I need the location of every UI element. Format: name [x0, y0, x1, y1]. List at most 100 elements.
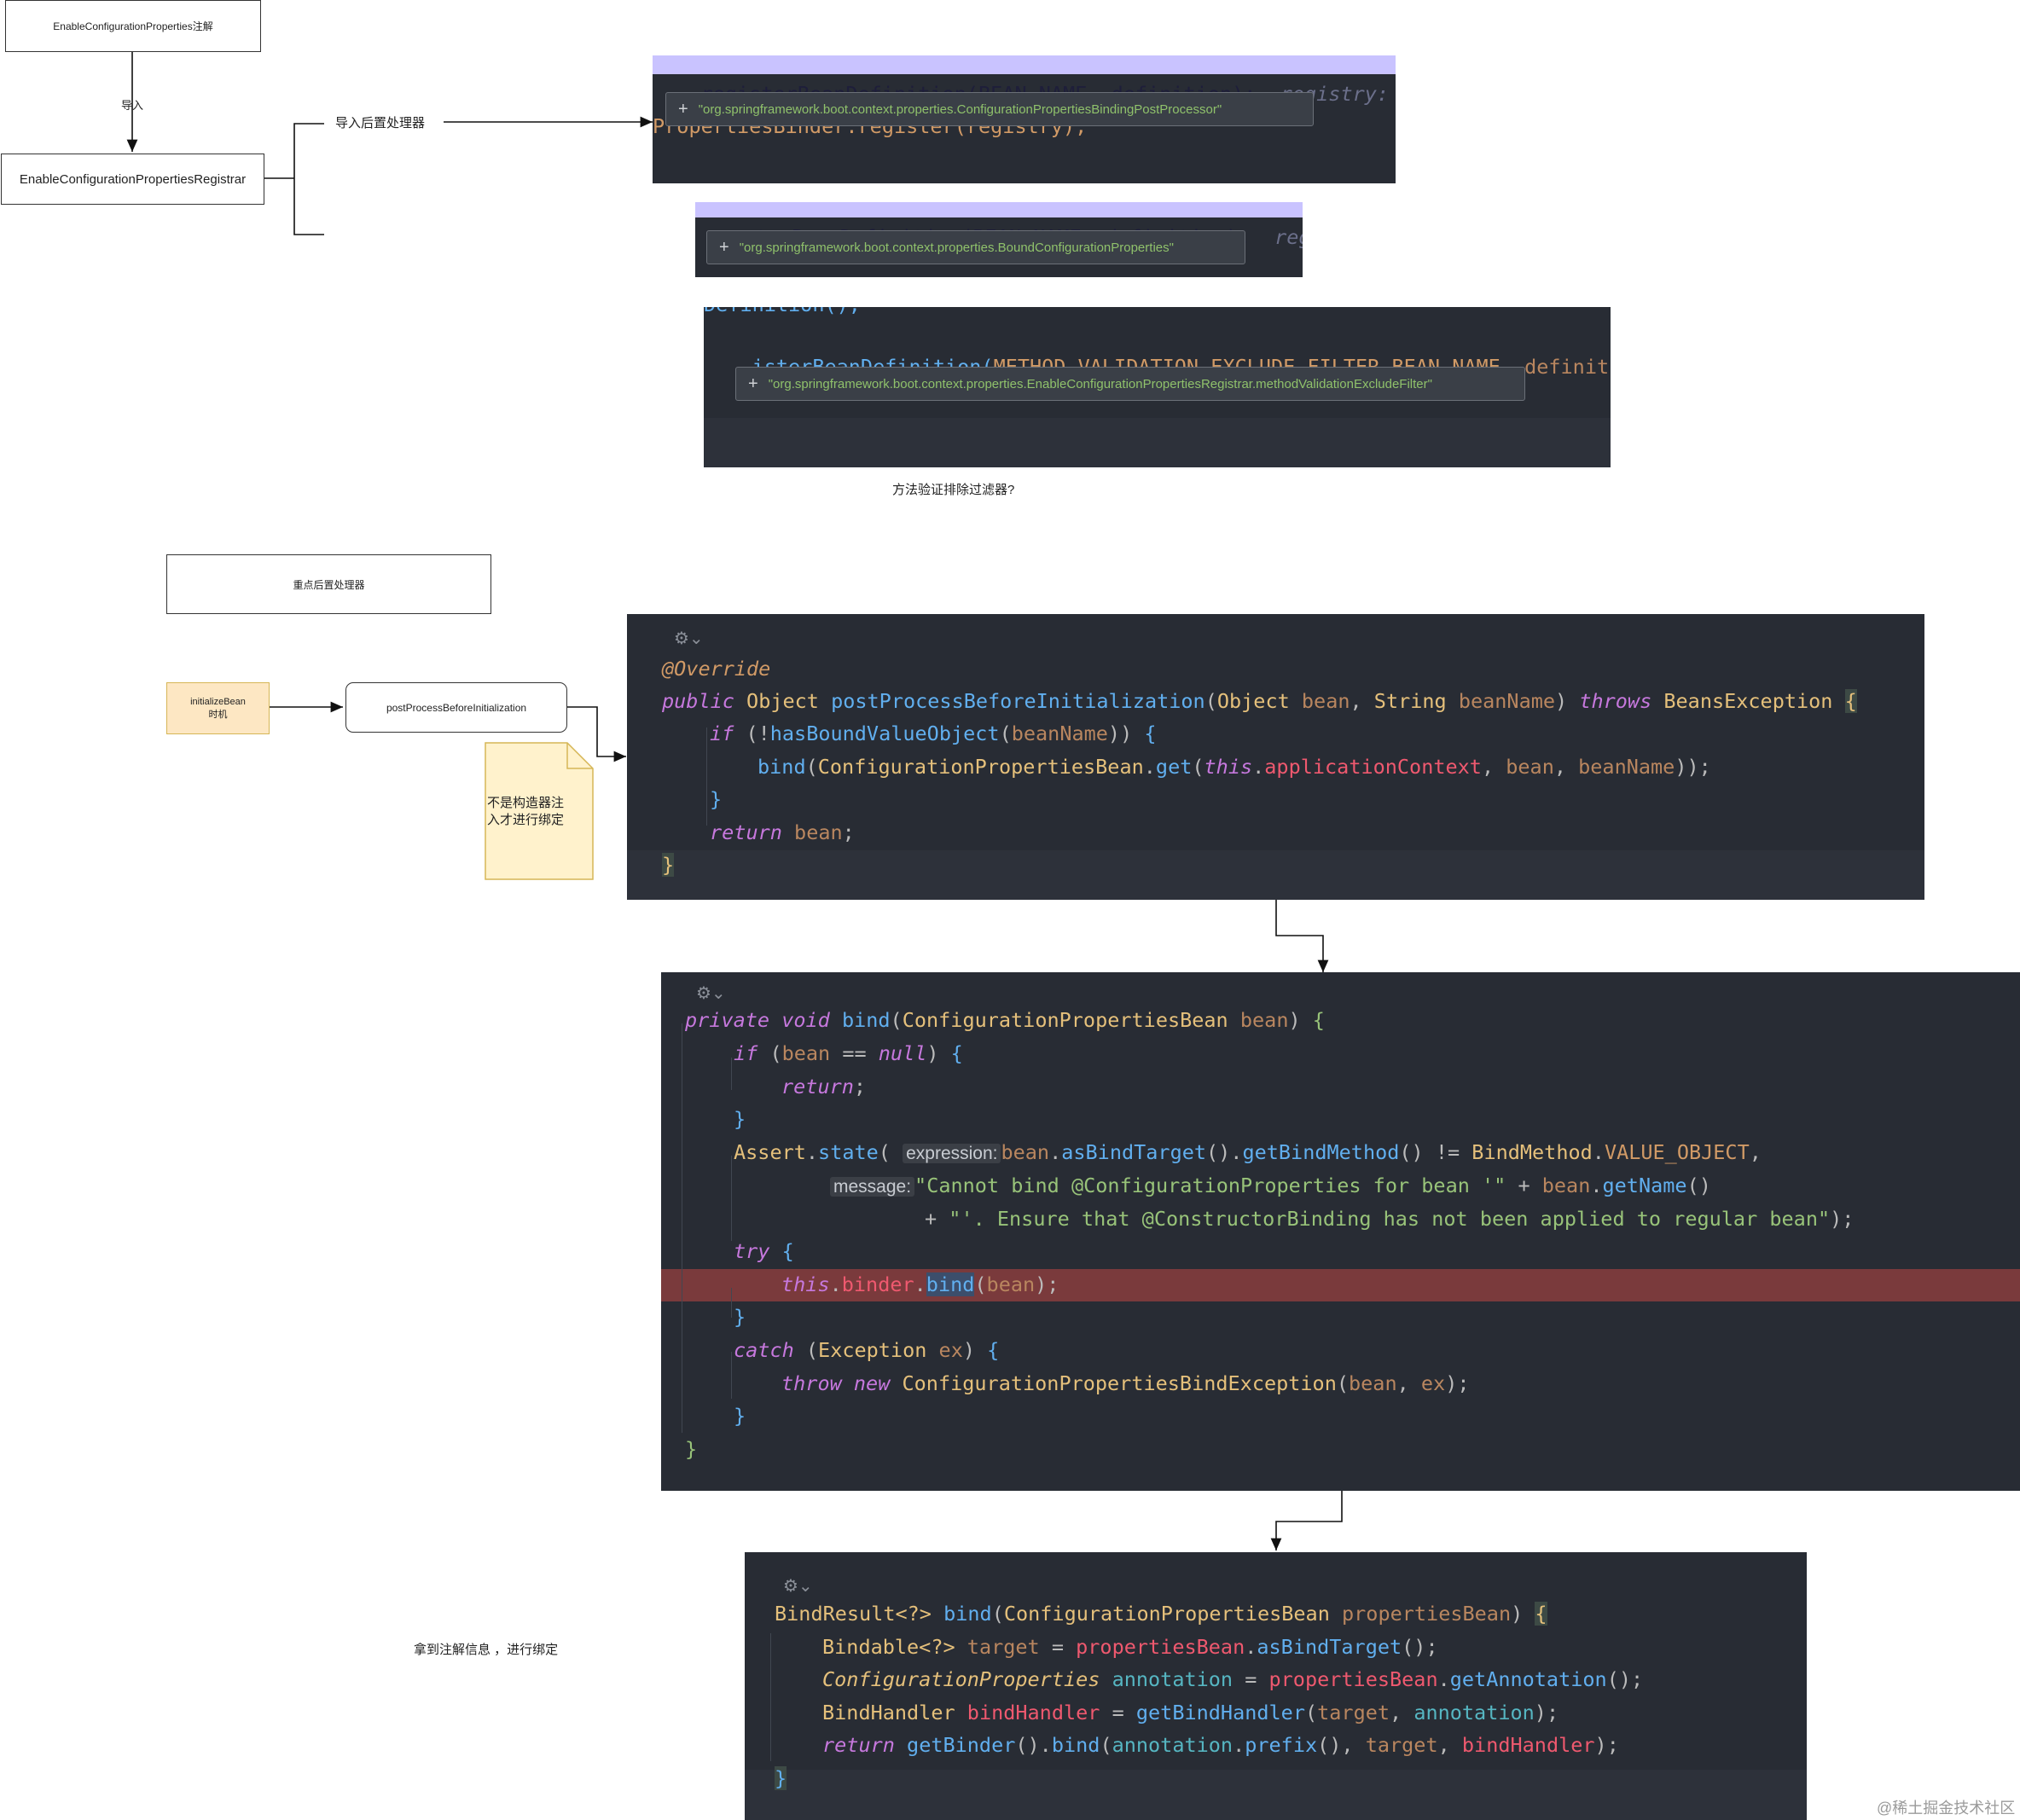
plus-icon: + — [719, 237, 729, 257]
arg: ex — [1420, 1371, 1446, 1395]
kw-return: return — [822, 1733, 895, 1757]
arg: beanName — [1578, 755, 1675, 779]
arrow-code2-to-code3 — [1270, 1491, 1343, 1550]
kw-catch: catch — [734, 1338, 794, 1362]
current-line-band — [704, 418, 1611, 467]
var: bean — [1541, 1174, 1591, 1197]
method-call: hasBoundValueObject — [769, 722, 1000, 745]
bind-caption: 拿到注解信息 ，进行绑定 — [414, 1643, 559, 1657]
snippet-method-validation-exclude-filter: Definition(); isterBeanDefinition(METHOD… — [704, 307, 1611, 467]
string-literal: "'. Ensure that @ConstructorBinding has … — [949, 1207, 1831, 1231]
snippet-bound-configuration-properties: sterBeanDefinition(BEAN_NAME, definition… — [695, 202, 1303, 277]
code2-line7: + "'. Ensure that @ConstructorBinding ha… — [925, 1207, 1855, 1231]
snippet3-line0: Definition(); — [704, 307, 861, 321]
param-beanname: beanName — [1458, 689, 1556, 713]
code2-line3: return; — [781, 1075, 867, 1098]
method-call: bind — [758, 755, 806, 779]
code3-line3: ConfigurationProperties annotation = pro… — [822, 1667, 1644, 1691]
param: propertiesBean — [1342, 1602, 1512, 1626]
code-bind-method: ⚙⌄ private void bind(ConfigurationProper… — [661, 972, 2020, 1491]
kw-public: public — [662, 689, 734, 713]
code2-line2: if (bean == null) { — [734, 1041, 963, 1065]
snippet2-tooltip: + "org.springframework.boot.context.prop… — [706, 230, 1245, 264]
code3-line4: BindHandler bindHandler = getBindHandler… — [822, 1701, 1559, 1724]
code-bind-result: ⚙⌄ BindResult<?> bind(ConfigurationPrope… — [745, 1552, 1807, 1820]
type: Bindable<?> — [822, 1635, 955, 1659]
param-type: Object — [1216, 689, 1290, 713]
snippet3-param: definition — [1524, 355, 1611, 379]
indent-guide — [770, 1633, 771, 1761]
method-call: getBindMethod — [1242, 1140, 1400, 1164]
code2-line6: message:"Cannot bind @ConfigurationPrope… — [830, 1169, 1711, 1203]
type-object: Object — [746, 689, 819, 713]
gutter-icon: ⚙⌄ — [674, 628, 704, 648]
selection-highlight — [695, 202, 1303, 217]
code2-line12: throw new ConfigurationPropertiesBindExc… — [781, 1371, 1470, 1395]
import-processor-label: 导入后置处理器 — [335, 116, 426, 130]
var: target — [966, 1635, 1040, 1659]
var-ref: propertiesBean — [1268, 1667, 1438, 1691]
arg: bean — [1506, 755, 1554, 779]
sticky-note-shape — [485, 742, 594, 880]
indent-guide — [731, 1058, 732, 1090]
param: bean — [1239, 1008, 1289, 1032]
code2-line5: Assert.state( expression:bean.asBindTarg… — [734, 1140, 1762, 1164]
watermark: @稀土掘金技术社区 — [1877, 1800, 2016, 1817]
param-type: ConfigurationPropertiesBean — [1003, 1602, 1330, 1626]
code1-line7: } — [662, 853, 675, 877]
code2-line13: } — [734, 1404, 746, 1428]
arg: annotation — [1112, 1733, 1233, 1757]
bracket — [293, 123, 324, 235]
type: ConfigurationPropertiesBean — [817, 755, 1144, 779]
arrow-post-to-code1 — [567, 706, 626, 762]
code2-line4: } — [734, 1107, 746, 1131]
kw-return: return — [710, 820, 782, 844]
code1-line6: return bean; — [710, 820, 855, 844]
sticky-note: 不是构造器注入才进行绑定 — [485, 742, 594, 880]
method-call: asBindTarget — [1061, 1140, 1207, 1164]
return-type: BindResult<?> — [775, 1602, 932, 1626]
code2-line14: } — [685, 1437, 698, 1461]
annotation-box-label: EnableConfigurationProperties注解 — [53, 20, 213, 32]
indent-guide — [731, 1156, 732, 1241]
override-annotation: @Override — [662, 657, 771, 681]
kw-return: return — [781, 1075, 854, 1098]
method-call: bind — [926, 1272, 975, 1296]
var: ex — [938, 1338, 963, 1362]
param-type: ConfigurationPropertiesBean — [902, 1008, 1228, 1032]
kw-null: null — [878, 1041, 927, 1065]
code3-line6: } — [775, 1766, 787, 1790]
code-post-process-before-initialization: ⚙⌄ @Override public Object postProcessBe… — [627, 614, 1924, 900]
method-call: asBindTarget — [1257, 1635, 1402, 1659]
var: bindHandler — [966, 1701, 1100, 1724]
gutter-icon: ⚙⌄ — [696, 982, 726, 1003]
method-name: bind — [841, 1008, 891, 1032]
snippet1-tooltip-text: "org.springframework.boot.context.proper… — [698, 101, 1222, 117]
kw-throws: throws — [1579, 689, 1652, 713]
method-name: bind — [943, 1602, 992, 1626]
param-hint: message: — [830, 1177, 915, 1197]
method-validation-caption: 方法验证排除过滤器? — [892, 483, 1015, 497]
kw-throw: throw — [781, 1371, 842, 1395]
var-ref: propertiesBean — [1076, 1635, 1245, 1659]
var: bean — [781, 1041, 831, 1065]
arg: target — [1365, 1733, 1438, 1757]
kw-private: private — [685, 1008, 770, 1032]
kw-if: if — [710, 722, 734, 745]
snippet3-tooltip: + "org.springframework.boot.context.prop… — [735, 367, 1525, 401]
import-label: 导入 — [121, 99, 144, 112]
current-line-band — [627, 850, 1924, 900]
exception-type: BeansException — [1663, 689, 1833, 713]
plus-icon: + — [678, 99, 688, 119]
param-type: String — [1373, 689, 1447, 713]
exception-type: Exception — [818, 1338, 927, 1362]
kw-this: this — [781, 1272, 830, 1296]
code3-line1: BindResult<?> bind(ConfigurationProperti… — [775, 1602, 1547, 1626]
selection-highlight — [653, 55, 1396, 74]
code1-line2: public Object postProcessBeforeInitializ… — [662, 689, 1857, 713]
snippet2-tooltip-text: "org.springframework.boot.context.proper… — [739, 240, 1174, 255]
constant: VALUE_OBJECT — [1604, 1140, 1750, 1164]
code1-line5: } — [710, 787, 723, 811]
initialize-bean-label: initializeBean — [190, 696, 246, 707]
snippet1-tooltip: + "org.springframework.boot.context.prop… — [665, 92, 1314, 126]
